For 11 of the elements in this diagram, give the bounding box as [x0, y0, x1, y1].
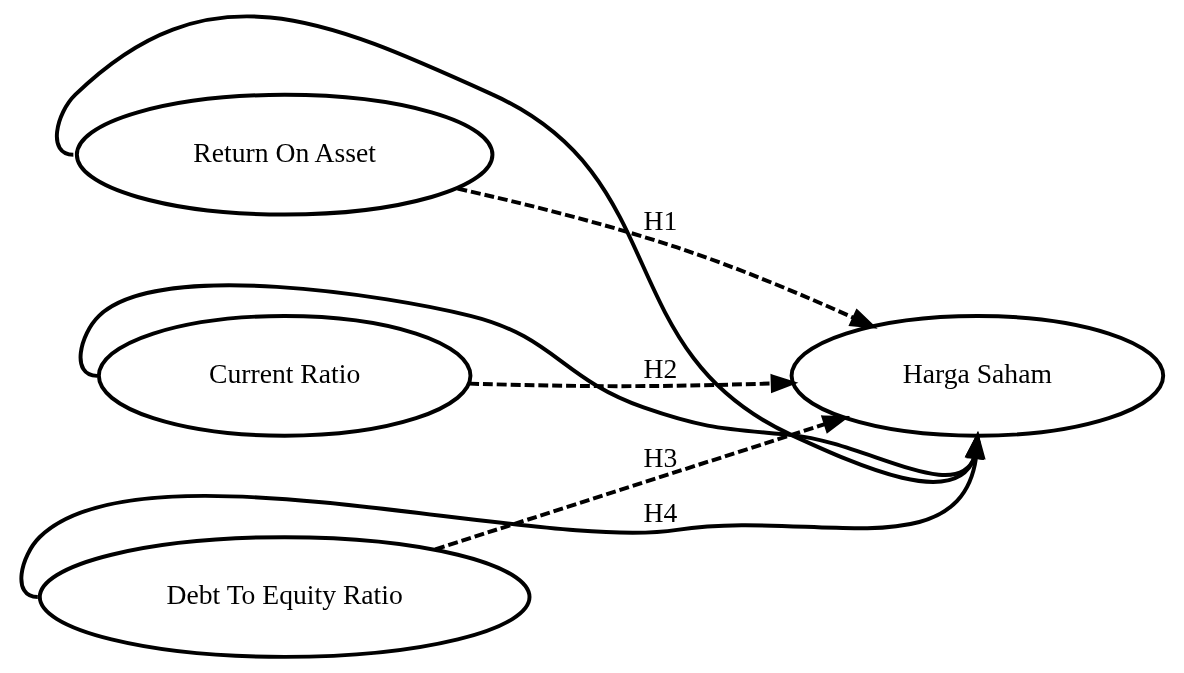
node-ellipse: Return On Asset — [74, 92, 495, 217]
edge-label: H2 — [643, 353, 678, 385]
node-ellipse: Current Ratio — [96, 314, 473, 438]
node-ellipse: Harga Saham — [789, 314, 1166, 438]
edge-label: H3 — [643, 442, 678, 474]
arrow — [469, 373, 799, 394]
arrow — [457, 186, 878, 329]
node-ellipse: Debt To Equity Ratio — [37, 535, 532, 659]
arrow — [434, 415, 851, 552]
edge-label: H4 — [643, 497, 678, 529]
edge-label: H1 — [643, 205, 678, 237]
